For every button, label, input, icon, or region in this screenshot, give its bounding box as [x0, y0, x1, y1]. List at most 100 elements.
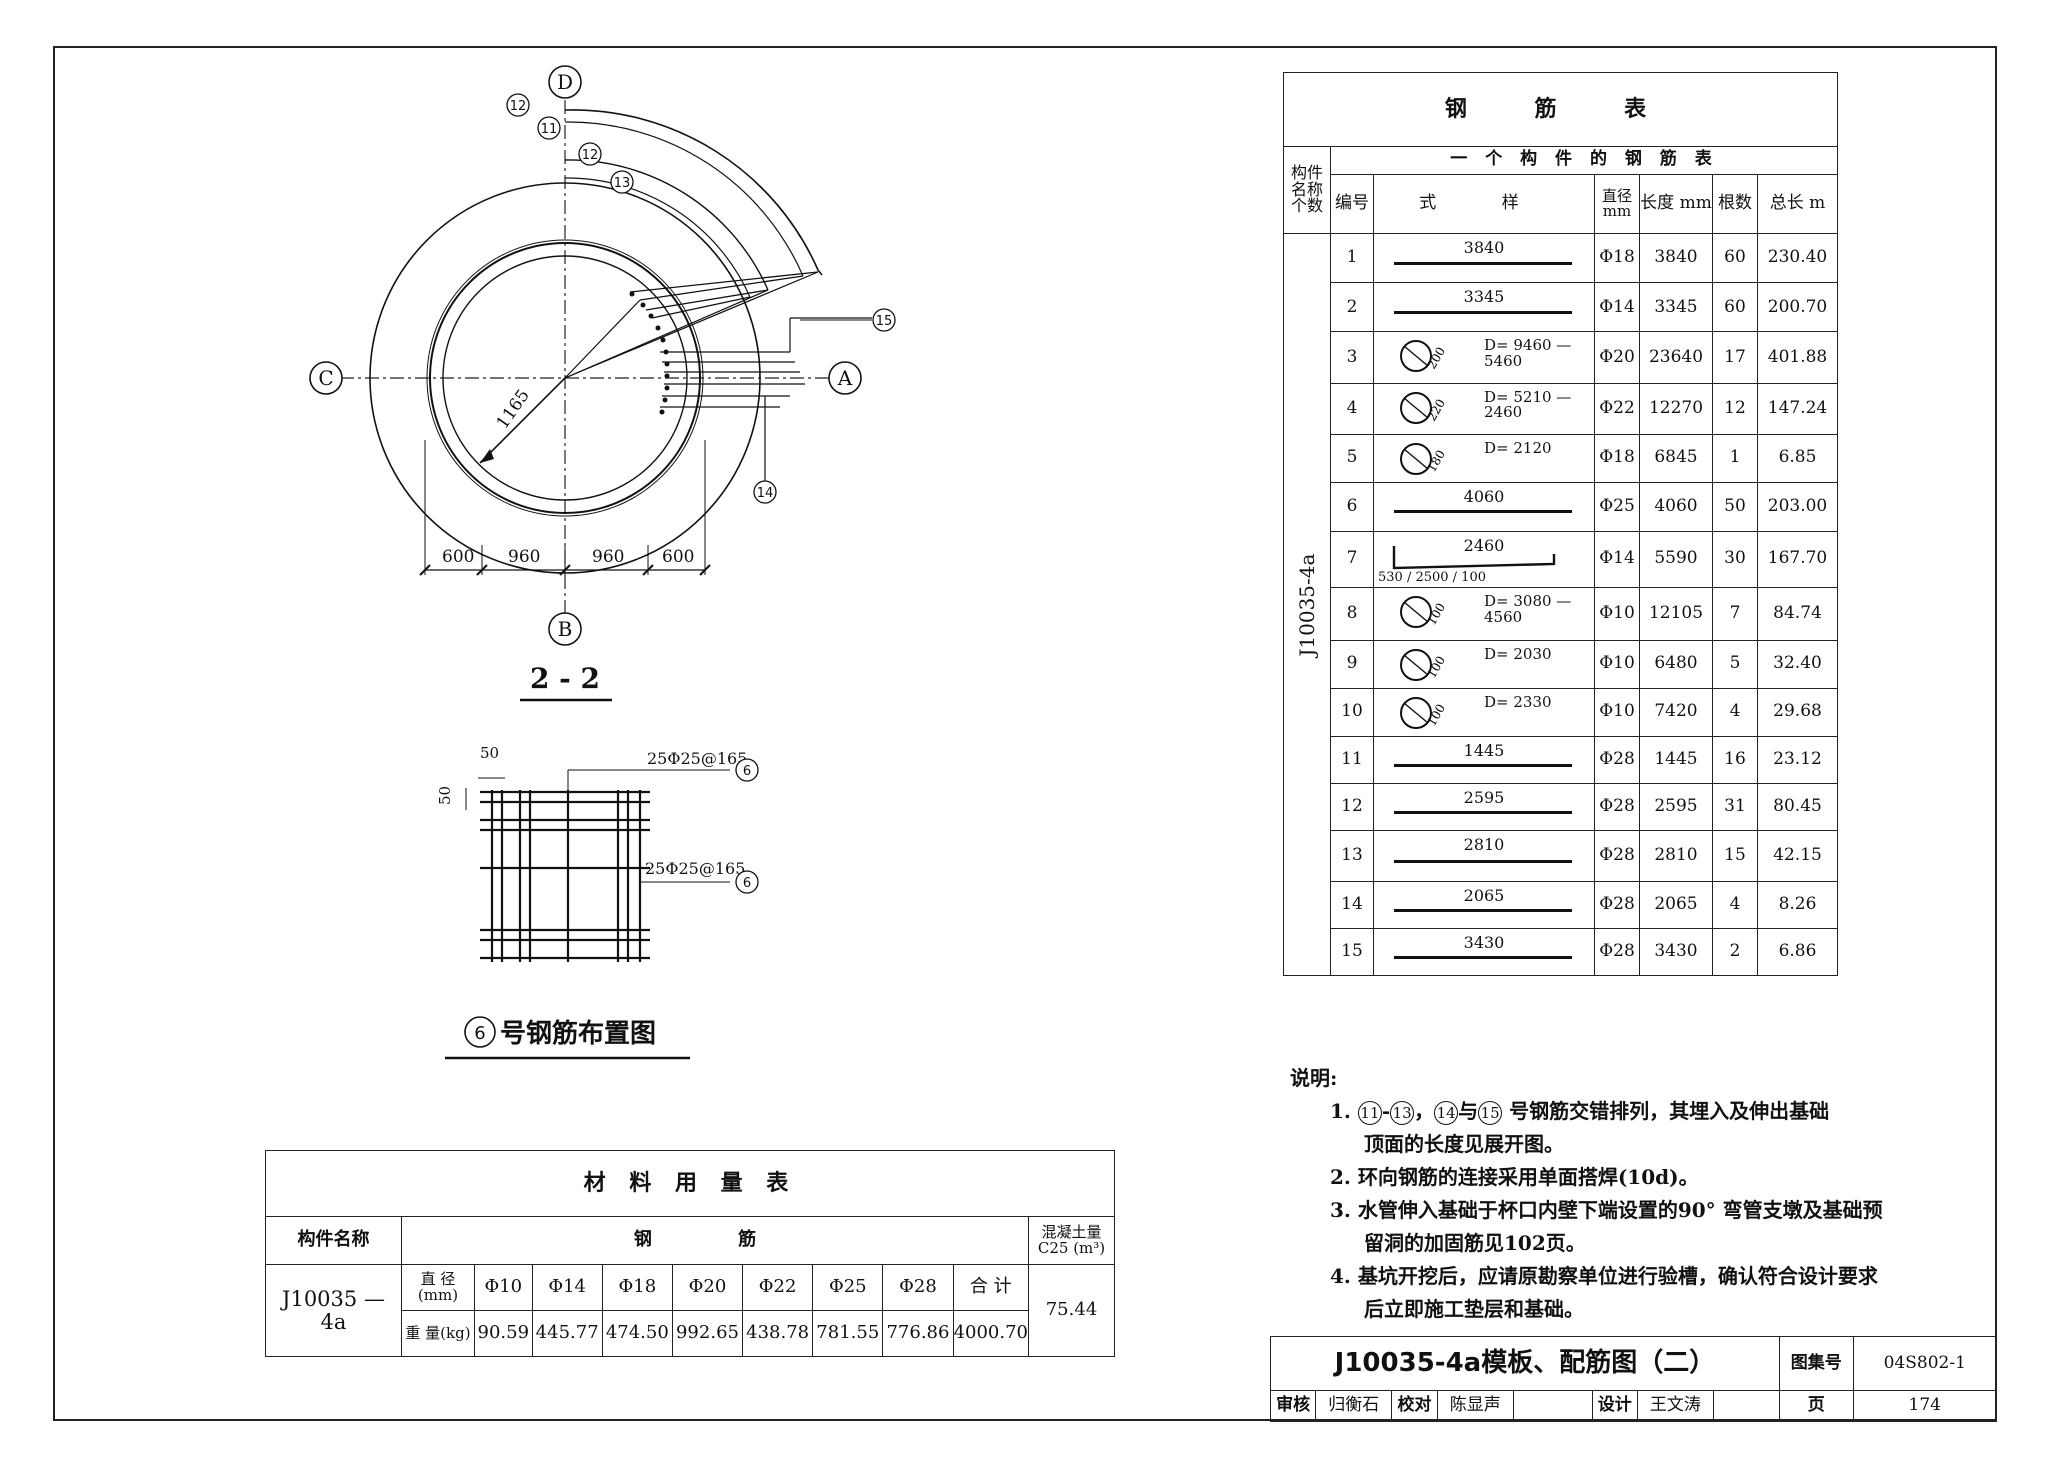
axis-bubble-b: B [548, 612, 582, 646]
ring-rebar-icon: 100 [1400, 696, 1448, 729]
ring-bar-dots [629, 291, 670, 415]
bar-length: 4060 [1463, 486, 1505, 506]
rebar-h-dia: 直径 mm [1594, 174, 1640, 235]
rebar-shape: 2065 [1373, 880, 1595, 929]
callout-12: 12 [578, 142, 602, 166]
rebar-tot: 84.74 [1757, 586, 1838, 641]
rebar-tot: 6.85 [1757, 433, 1838, 483]
rebar-cnt: 50 [1712, 481, 1758, 532]
rebar-tot: 32.40 [1757, 639, 1838, 689]
rebar-len: 3430 [1639, 927, 1713, 977]
ring-dims: D= 3080 — 4560 [1484, 591, 1572, 626]
rebar-tot: 401.88 [1757, 331, 1838, 384]
svg-text:14: 14 [757, 486, 774, 501]
atlas-label: 图集号 [1778, 1336, 1854, 1391]
dim-960-left: 960 [508, 547, 540, 567]
rebar-no: 10 [1330, 687, 1374, 737]
detail6-title: 号钢筋布置图 [500, 1018, 656, 1049]
rebar-dia: Φ14 [1594, 530, 1640, 588]
rebar-shape: 4060 [1373, 481, 1595, 532]
svg-text:12: 12 [582, 148, 599, 163]
rebar-len: 2595 [1639, 782, 1713, 831]
bar-length: 2595 [1463, 787, 1505, 807]
rebar-cnt: 60 [1712, 282, 1758, 333]
rebar-table-title: 钢 筋 表 [1283, 72, 1838, 147]
drawing-frame [53, 46, 1997, 1421]
review-name: 归衡石 [1315, 1390, 1393, 1422]
radius-dim-text: 1165 [493, 386, 534, 433]
rebar-dia: Φ25 [1594, 481, 1640, 532]
check-signature [1512, 1390, 1593, 1422]
rebar-len: 7420 [1639, 687, 1713, 737]
wt-cell: 474.50 [601, 1310, 673, 1357]
check-label: 校对 [1391, 1390, 1438, 1422]
straight-bar-line [1394, 955, 1572, 959]
rebar-no: 14 [1330, 880, 1374, 929]
bent-bar-dims: 530 / 2500 / 100 [1378, 570, 1486, 586]
rebar-no: 5 [1330, 433, 1374, 483]
ring-rebar-icon: 100 [1400, 648, 1448, 681]
rebar-h-len: 长度 mm [1639, 174, 1713, 235]
svg-text:C: C [318, 366, 333, 390]
rebar-member: J10035-4a [1283, 233, 1331, 976]
dim-960-right: 960 [592, 547, 624, 567]
straight-bar-line [1394, 763, 1572, 767]
axis-bubble-d: D [548, 65, 582, 99]
straight-bar-line [1394, 262, 1572, 266]
rebar-h-no: 编号 [1330, 174, 1374, 235]
rebar-dia: Φ14 [1594, 282, 1640, 333]
rebar-cnt: 31 [1712, 782, 1758, 831]
axis-bubble-c: C [309, 361, 343, 395]
design-name: 王文涛 [1636, 1390, 1715, 1422]
rebar-cnt: 17 [1712, 331, 1758, 384]
rebar-len: 2810 [1639, 829, 1713, 882]
svg-text:6: 6 [743, 876, 751, 891]
rebar-shape: 2595 [1373, 782, 1595, 831]
title-block: J10035-4a模板、配筋图（二） 图集号 04S802-1 审核 归衡石 校… [1269, 1336, 1998, 1422]
rebar-cnt: 4 [1712, 687, 1758, 737]
callout-13: 13 [610, 170, 634, 194]
wt-cell: 4000.70 [952, 1310, 1030, 1357]
notes-heading: 说明: [1290, 1066, 1338, 1090]
rebar-dia: Φ28 [1594, 880, 1640, 929]
section-label: 2 - 2 [530, 662, 600, 695]
rebar-no: 7 [1330, 530, 1374, 588]
rebar-no: 11 [1330, 735, 1374, 784]
rebar-no: 6 [1330, 481, 1374, 532]
rebar-h-member: 构件名称个数 [1283, 145, 1331, 235]
rebar-no: 4 [1330, 382, 1374, 435]
note-1-cont: 顶面的长度见展开图。 [1364, 1132, 1564, 1156]
dia-cell: Φ22 [742, 1264, 814, 1311]
svg-text:D: D [557, 70, 573, 94]
ring-dims: D= 2330 [1484, 692, 1552, 711]
detail-rebar-6: 50 50 25Φ25@165 6 25Φ25@165 6 [436, 744, 759, 962]
ring-rebar-icon: 220 [1400, 391, 1448, 424]
label-diameter: 直 径(mm) [401, 1264, 475, 1311]
rebar-no: 1 [1330, 233, 1374, 284]
dia-cell: Φ10 [474, 1264, 533, 1311]
rebar-no: 8 [1330, 586, 1374, 641]
dim-600-right: 600 [662, 547, 694, 567]
rebar-tot: 230.40 [1757, 233, 1838, 284]
rebar-shape: 1445 [1373, 735, 1595, 784]
rebar-h-sub: 一 个 构 件 的 钢 筋 表 [1330, 145, 1838, 176]
rebar-shape: 100 D= 2330 [1373, 687, 1595, 737]
svg-text:6: 6 [743, 764, 751, 779]
rebar-h-cnt: 根数 [1712, 174, 1758, 235]
rebar-dia: Φ20 [1594, 331, 1640, 384]
straight-bar-line [1394, 311, 1572, 315]
wt-cell: 438.78 [742, 1310, 814, 1357]
